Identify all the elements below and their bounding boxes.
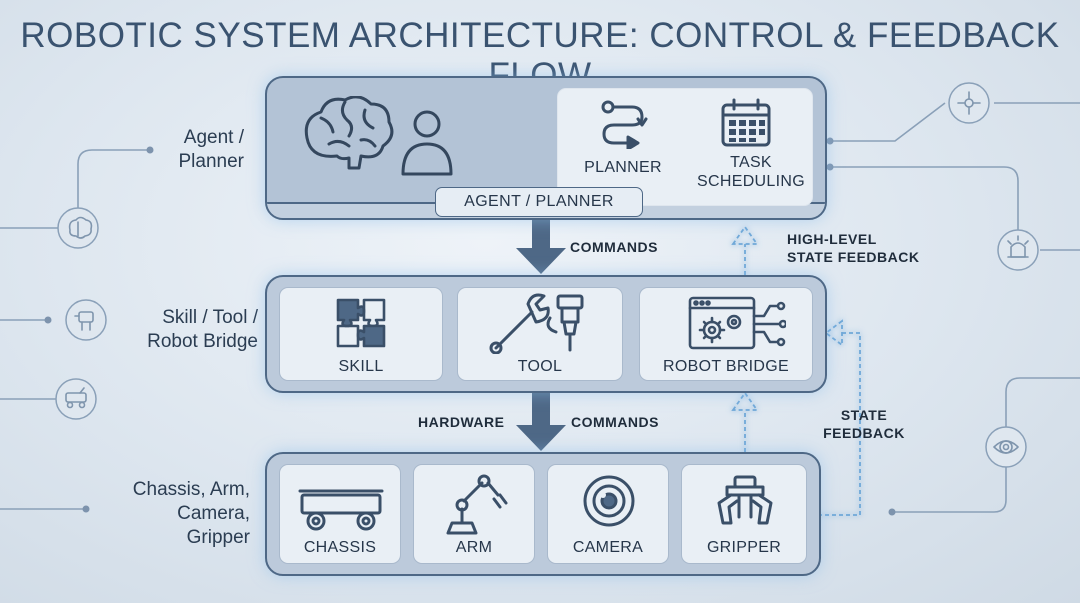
agent-planner-pill: AGENT / PLANNER: [435, 187, 643, 217]
chassis-card: CHASSIS: [279, 464, 401, 564]
hardware-side-label: Chassis, Arm, Camera, Gripper: [100, 478, 250, 550]
planner-label: PLANNER: [584, 159, 662, 176]
arm-label: ARM: [455, 539, 493, 556]
state-feedback-line: FEEDBACK: [823, 425, 905, 441]
gripper-card: GRIPPER: [681, 464, 807, 564]
hardware-commands-label: COMMANDS: [571, 414, 659, 430]
skill-layer: SKILL TOOL: [265, 275, 827, 393]
side-vehicle-icon: [55, 378, 97, 420]
brain-icon: [304, 96, 453, 176]
skill-side-label-line: Skill / Tool /: [162, 307, 258, 328]
high-level-feedback-label: HIGH-LEVEL STATE FEEDBACK: [787, 230, 919, 266]
hardware-label: HARDWARE: [418, 414, 505, 430]
robot-arm-icon: [446, 474, 508, 535]
task-scheduling-label: TASK SCHEDULING: [676, 153, 826, 191]
arm-card: ARM: [413, 464, 535, 564]
side-eye-icon: [985, 426, 1027, 468]
commands-arrow: [516, 217, 566, 274]
hardware-side-label-line: Camera,: [177, 503, 250, 524]
camera-label: CAMERA: [572, 539, 644, 556]
calendar-icon: [721, 98, 771, 147]
feedback-arrows: [731, 225, 861, 516]
skill-side-label: Skill / Tool / Robot Bridge: [96, 306, 258, 354]
side-network-icon: [948, 82, 990, 124]
agent-side-label-line: Planner: [178, 151, 245, 172]
commands-label: COMMANDS: [570, 239, 658, 255]
diagram-title: ROBOTIC SYSTEM ARCHITECTURE: CONTROL & F…: [20, 16, 1060, 95]
agent-side-label: Agent / Planner: [110, 126, 245, 174]
gripper-icon: [717, 475, 773, 525]
gripper-label: GRIPPER: [706, 539, 782, 556]
task-scheduling-label-line: TASK: [730, 154, 772, 171]
agent-planner-panel: PLANNER TASK SCHEDULING: [557, 88, 813, 206]
planner-flow-icon: [601, 100, 648, 149]
camera-card: CAMERA: [547, 464, 669, 564]
skill-label: SKILL: [338, 358, 384, 375]
robot-bridge-card: ROBOT BRIDGE: [639, 287, 813, 381]
robot-bridge-label: ROBOT BRIDGE: [663, 358, 789, 375]
hardware-side-label-line: Gripper: [186, 527, 250, 548]
right-connectors: [830, 102, 1080, 513]
skill-card: SKILL: [279, 287, 443, 381]
skill-side-label-line: Robot Bridge: [147, 331, 258, 352]
left-connectors: [0, 149, 150, 510]
hardware-commands-arrow: [516, 390, 566, 451]
tool-card: TOOL: [457, 287, 623, 381]
agent-side-label-line: Agent /: [183, 127, 244, 148]
wrench-drill-icon: [489, 293, 584, 354]
bridge-gears-icon: [688, 296, 786, 350]
tool-label: TOOL: [517, 358, 563, 375]
high-level-feedback-line: STATE FEEDBACK: [787, 249, 920, 265]
task-scheduling-label-line: SCHEDULING: [697, 173, 805, 190]
side-robot-icon: [65, 299, 107, 341]
state-feedback-line: STATE: [840, 407, 888, 423]
hardware-layer: CHASSIS ARM CAMERA: [265, 452, 821, 576]
high-level-feedback-line: HIGH-LEVEL: [787, 231, 877, 247]
chassis-icon: [298, 489, 384, 531]
camera-icon: [583, 475, 635, 527]
state-feedback-label: STATE FEEDBACK: [816, 406, 912, 442]
hardware-side-label-line: Chassis, Arm,: [132, 479, 250, 500]
side-alarm-icon: [997, 229, 1039, 271]
chassis-label: CHASSIS: [303, 539, 377, 556]
puzzle-icon: [336, 298, 386, 348]
